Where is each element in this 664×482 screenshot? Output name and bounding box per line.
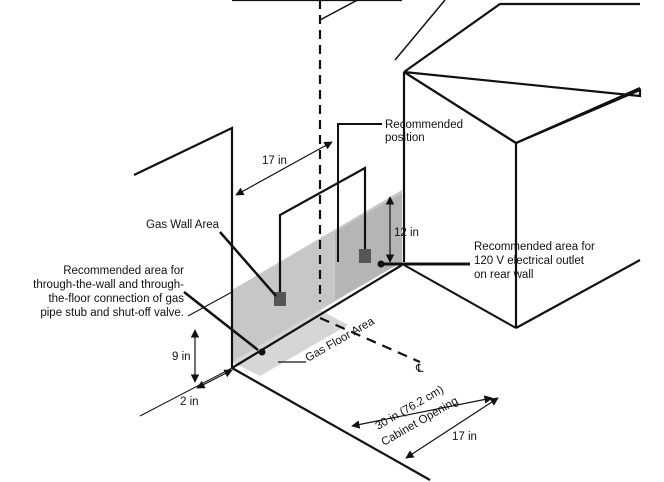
gas-wall-area-label: Gas Wall Area <box>146 219 220 231</box>
dim-17-right-label: 17 in <box>452 431 477 443</box>
centerline-symbol: ℄ <box>415 363 424 375</box>
top-right-edge <box>394 0 446 61</box>
through-wall-label-4: pipe stub and shut-off valve. <box>40 307 184 319</box>
recommended-position-bracket <box>337 123 382 262</box>
gas-wall-leader <box>219 231 277 297</box>
dim-9-label: 9 in <box>172 351 191 363</box>
rear-wall-panel <box>335 193 402 300</box>
through-wall-leader <box>183 291 259 351</box>
cabinet-box <box>402 2 642 329</box>
recommended-position-label-1: Recommended <box>385 119 463 131</box>
outlet-label-2: 120 V electrical outlet <box>474 255 585 267</box>
outlet-label-1: Recommended area for <box>474 241 595 253</box>
dim-2-label: 2 in <box>180 396 199 408</box>
recommended-position-label-2: position <box>385 132 425 144</box>
dim-17-top <box>235 141 333 196</box>
through-wall-label-3: the-floor connection of gas <box>48 293 184 305</box>
dim-12-label: 12 in <box>394 227 419 239</box>
dim-2-ext <box>139 367 233 417</box>
dim-17-top-label: 17 in <box>262 155 287 167</box>
dim-2-line <box>196 369 233 389</box>
outlet-label-3: on rear wall <box>474 269 533 281</box>
dim-17-right <box>405 397 499 459</box>
through-wall-label-1: Recommended area for <box>63 265 184 277</box>
gas-stub-left <box>274 292 286 306</box>
cabinet-bottom-front <box>403 264 517 329</box>
centerline-dashed <box>319 316 421 364</box>
dim-9-ext-top <box>187 291 233 317</box>
outlet-dot <box>377 260 385 268</box>
floor-dot <box>258 348 266 356</box>
gas-stub-right <box>359 249 371 263</box>
top-back-edge <box>319 0 360 21</box>
gas-floor-area-shade <box>232 310 348 376</box>
through-wall-label-2: through-the-wall and through- <box>33 279 184 291</box>
